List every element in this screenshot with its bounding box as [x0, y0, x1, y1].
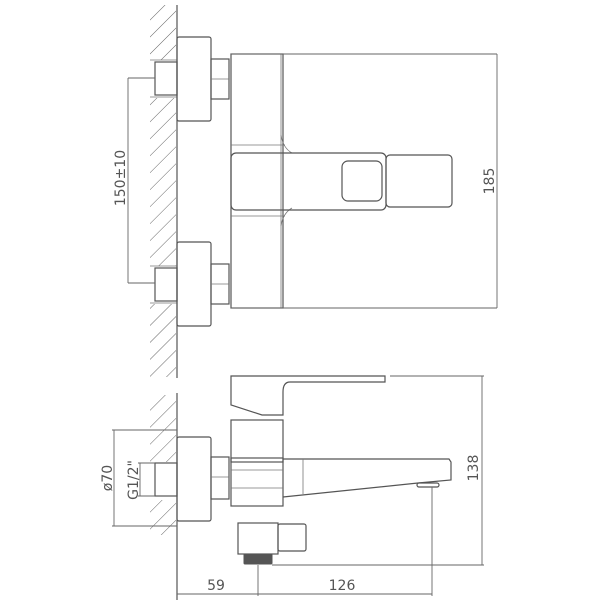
- dimension-label-inlet-spacing: 150±10: [113, 150, 129, 206]
- dimension-side-height: 138: [272, 375, 484, 566]
- dimension-label-outlet-to-spout: 126: [329, 578, 356, 594]
- dimension-flange-diameter: ø70: [100, 429, 177, 527]
- side-view: ø70 G1/2" 138 59 126: [100, 375, 484, 600]
- side-inlet: [154, 436, 230, 522]
- dimension-thread: G1/2": [126, 460, 155, 500]
- dimension-total-height: 185: [482, 54, 498, 308]
- handle-square-icon: [341, 160, 383, 202]
- mixer-body-front: [230, 53, 497, 309]
- lever-handle-front: [230, 152, 453, 211]
- dimension-label-wall-to-outlet: 59: [207, 578, 225, 594]
- dimension-label-thread: G1/2": [126, 460, 142, 500]
- upper-inlet: [150, 36, 230, 122]
- mixer-body-side: [230, 375, 452, 565]
- lower-inlet: [150, 241, 230, 327]
- dimension-horizontal: 59 126: [177, 487, 433, 596]
- front-view: 150±10 185: [113, 5, 498, 378]
- dimension-inlet-spacing: 150±10: [113, 77, 155, 284]
- dimension-label-total-height: 185: [482, 168, 498, 195]
- dimension-label-side-height: 138: [466, 455, 482, 482]
- dimension-label-flange-diameter: ø70: [100, 465, 116, 491]
- wall-hatching-top: [150, 5, 180, 378]
